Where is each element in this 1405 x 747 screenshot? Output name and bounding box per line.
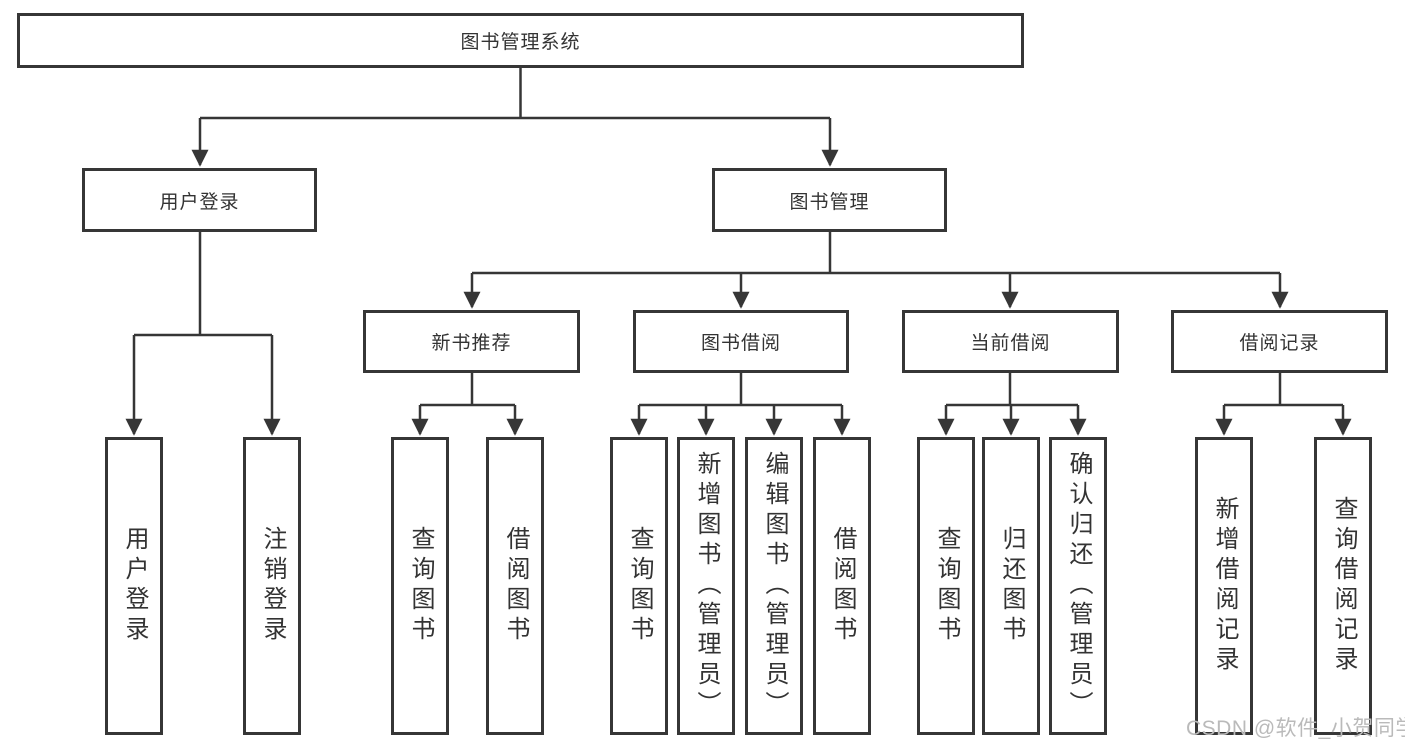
leaf-add-book-admin: 新增图书（管理员） xyxy=(677,437,735,735)
leaf-query-book-current: 查询图书 xyxy=(917,437,975,735)
leaf-query-borrow-record-label: 查询借阅记录 xyxy=(1330,496,1357,676)
leaf-confirm-return-admin: 确认归还（管理员） xyxy=(1049,437,1107,735)
leaf-return-book-label: 归还图书 xyxy=(998,526,1025,646)
node-root-system: 图书管理系统 xyxy=(17,13,1024,68)
leaf-edit-book-admin: 编辑图书（管理员） xyxy=(745,437,803,735)
leaf-borrow-book: 借阅图书 xyxy=(813,437,871,735)
leaf-edit-book-admin-label: 编辑图书（管理员） xyxy=(761,451,788,721)
leaf-borrow-book-recommend: 借阅图书 xyxy=(486,437,544,735)
node-book-management: 图书管理 xyxy=(712,168,947,232)
leaf-logout: 注销登录 xyxy=(243,437,301,735)
node-new-book-recommend-label: 新书推荐 xyxy=(431,333,512,354)
leaf-user-login: 用户登录 xyxy=(105,437,163,735)
leaf-query-book-recommend: 查询图书 xyxy=(391,437,449,735)
leaf-borrow-book-label: 借阅图书 xyxy=(829,526,856,646)
leaf-user-login-label: 用户登录 xyxy=(121,526,148,646)
leaf-logout-label: 注销登录 xyxy=(259,526,286,646)
leaf-borrow-book-recommend-label: 借阅图书 xyxy=(502,526,529,646)
leaf-query-book-recommend-label: 查询图书 xyxy=(407,526,434,646)
node-book-management-label: 图书管理 xyxy=(789,191,870,213)
watermark: CSDN @软件_小贺同学 xyxy=(1186,717,1405,740)
node-current-borrowing: 当前借阅 xyxy=(902,310,1119,373)
node-borrowing-records: 借阅记录 xyxy=(1171,310,1388,373)
leaf-query-book-borrowing: 查询图书 xyxy=(610,437,668,735)
node-borrowing-records-label: 借阅记录 xyxy=(1239,333,1320,354)
node-user-login-label: 用户登录 xyxy=(159,191,240,213)
leaf-query-book-borrowing-label: 查询图书 xyxy=(626,526,653,646)
leaf-query-book-current-label: 查询图书 xyxy=(933,526,960,646)
leaf-add-book-admin-label: 新增图书（管理员） xyxy=(693,451,720,721)
node-book-borrowing-label: 图书借阅 xyxy=(700,333,781,354)
leaf-return-book: 归还图书 xyxy=(982,437,1040,735)
leaf-confirm-return-admin-label: 确认归还（管理员） xyxy=(1065,451,1092,721)
node-new-book-recommend: 新书推荐 xyxy=(363,310,580,373)
node-book-borrowing: 图书借阅 xyxy=(633,310,849,373)
leaf-add-borrow-record-label: 新增借阅记录 xyxy=(1211,496,1238,676)
node-current-borrowing-label: 当前借阅 xyxy=(970,333,1051,354)
node-root-label: 图书管理系统 xyxy=(460,32,581,53)
node-user-login: 用户登录 xyxy=(82,168,317,232)
leaf-add-borrow-record: 新增借阅记录 xyxy=(1195,437,1253,735)
leaf-query-borrow-record: 查询借阅记录 xyxy=(1314,437,1372,735)
